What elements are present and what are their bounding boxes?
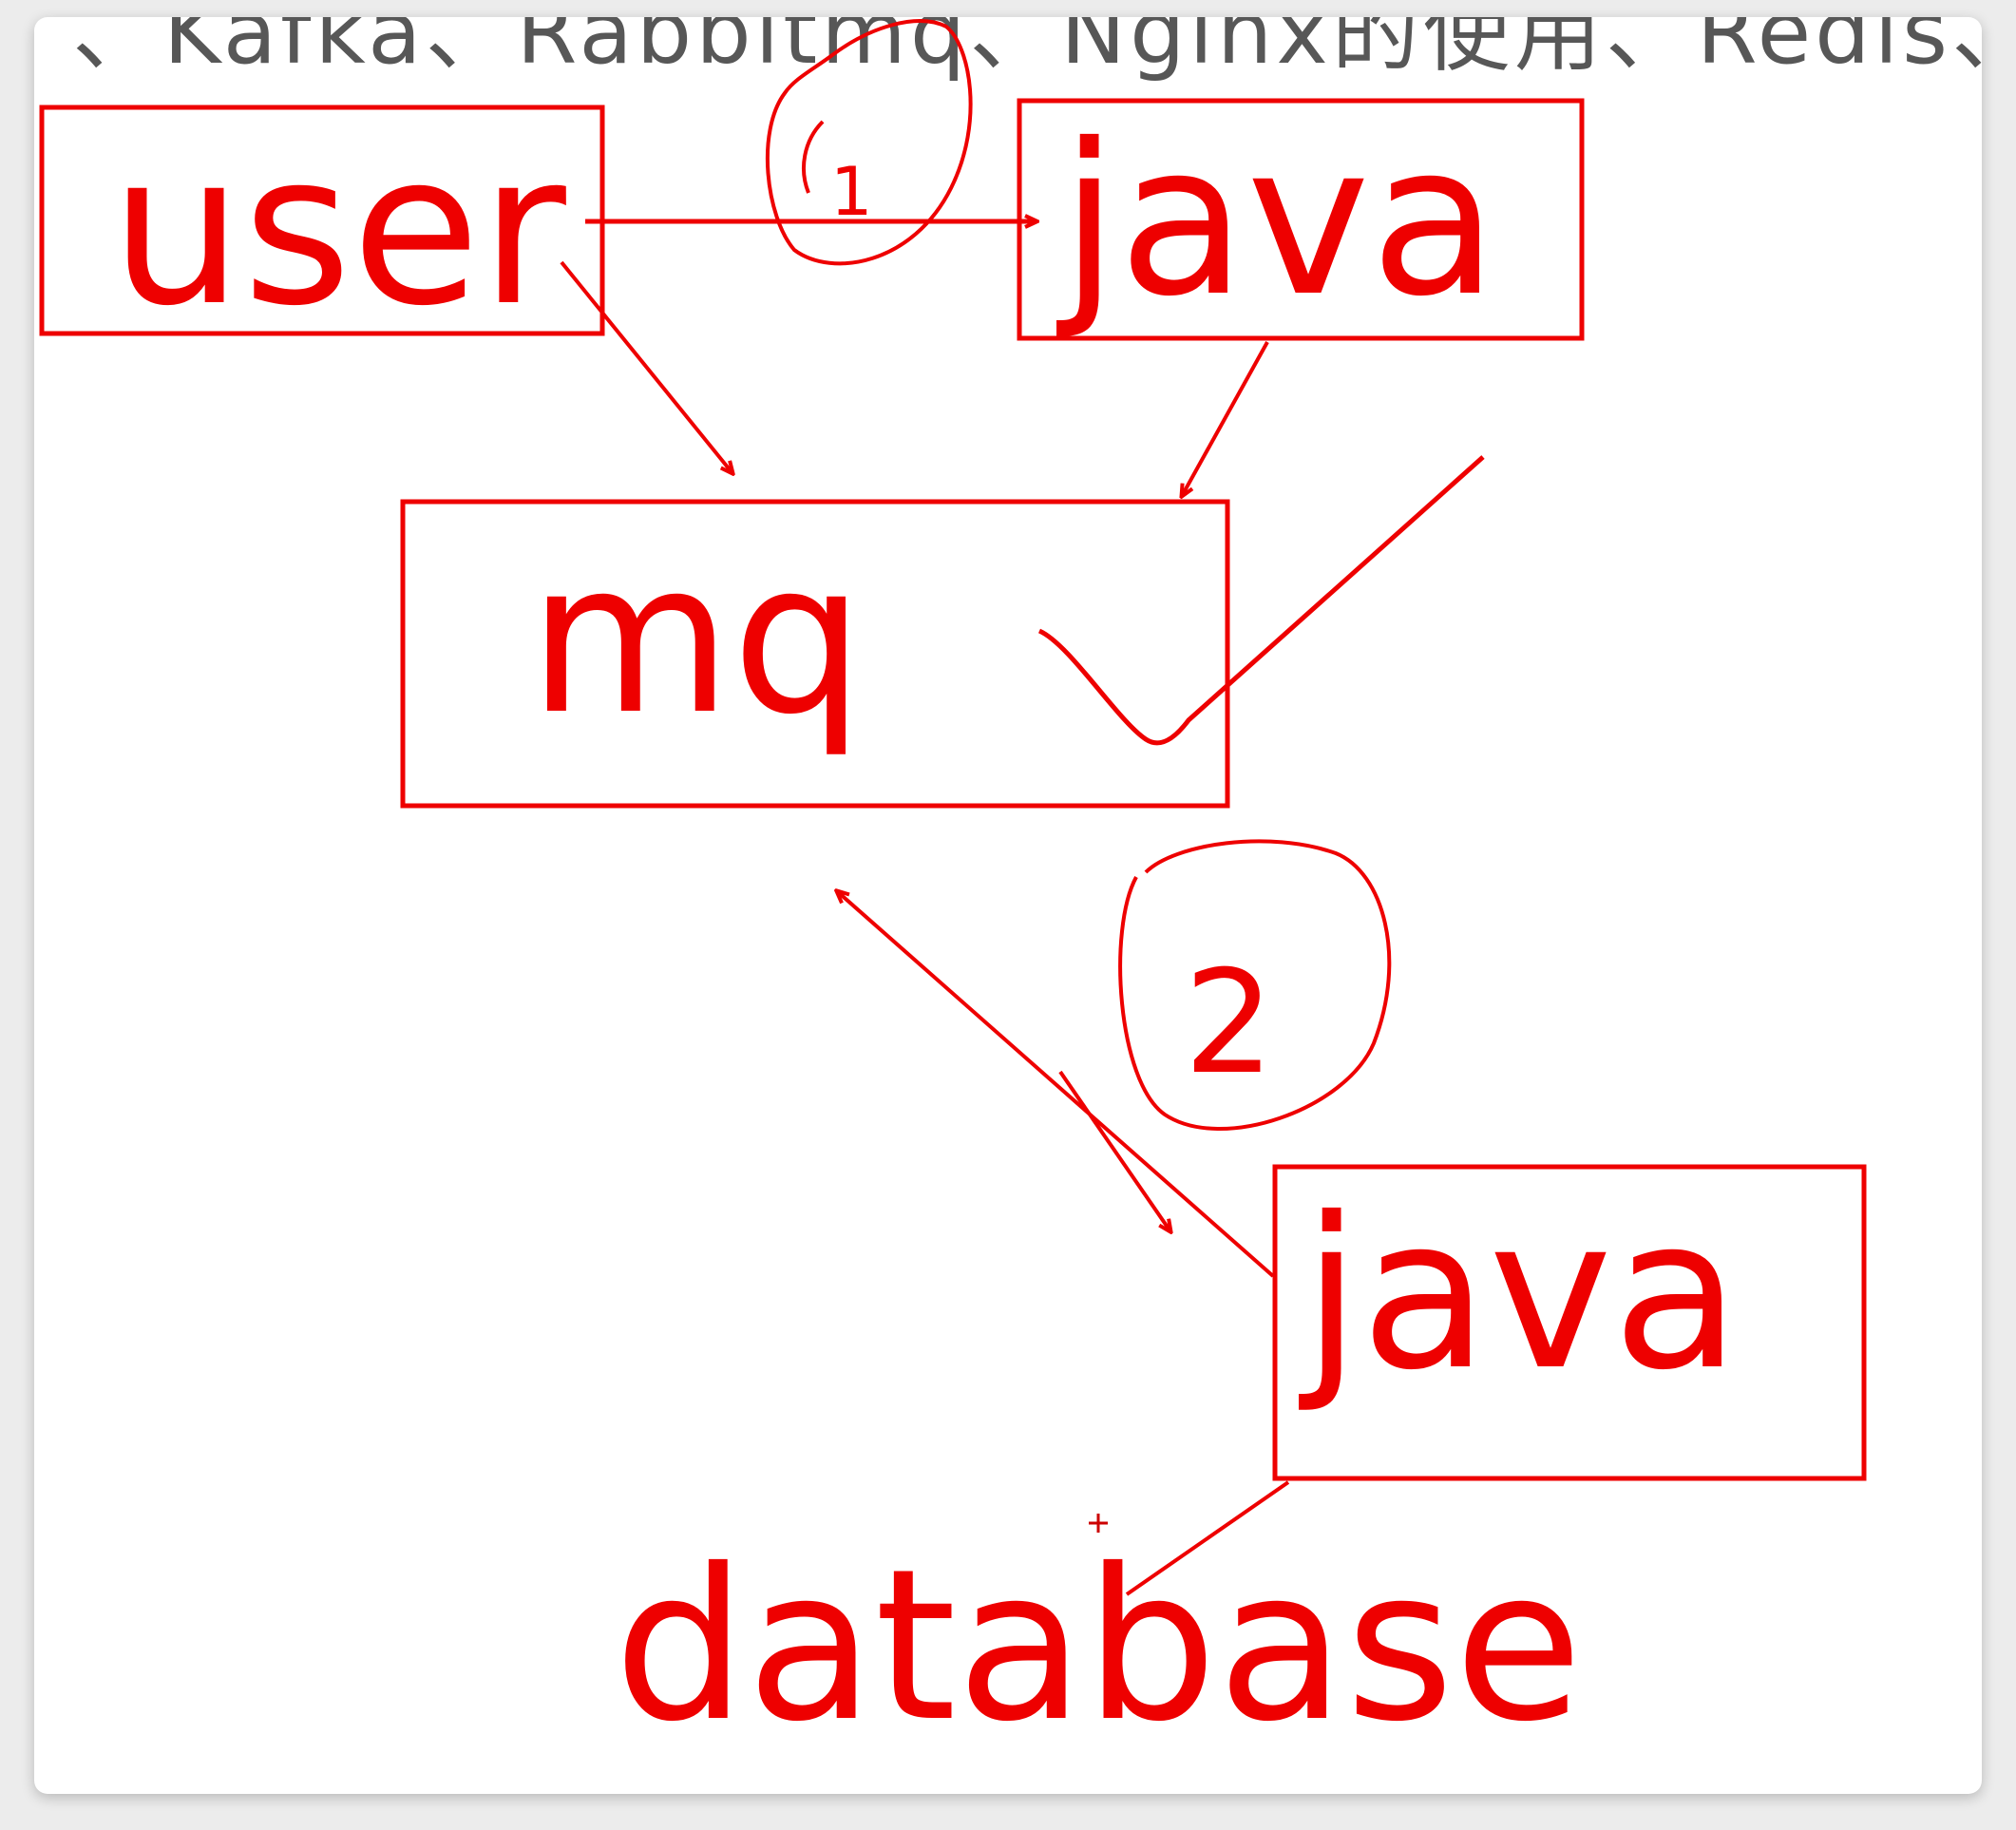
java-top-label: java <box>1056 99 1498 342</box>
arrow-java-to-mq-return <box>837 891 1275 1278</box>
arrow-user-to-mq <box>560 260 732 473</box>
step-1-text: 1 <box>830 153 873 231</box>
crosshair-cursor-icon <box>1089 1514 1108 1533</box>
arrow-java-to-database <box>1125 1480 1290 1596</box>
user-node: user <box>39 105 605 352</box>
whiteboard-card: 、Kafka、Rabbitmq、Nginx的使用、Redis、Myca user… <box>34 17 1982 1794</box>
java-bottom-node: java <box>1272 1164 1867 1481</box>
step-2-marker: 2 <box>1118 839 1392 1131</box>
arrow-mq-to-java-bottom <box>1058 1070 1170 1231</box>
database-label: database <box>614 1524 1583 1767</box>
step-2-text: 2 <box>1184 941 1274 1106</box>
architecture-diagram: user java mq java database 1 <box>39 19 1867 1767</box>
step-1-marker: 1 <box>765 19 973 266</box>
java-bottom-label: java <box>1299 1172 1740 1416</box>
check-mark-icon <box>1037 455 1485 746</box>
java-top-node: java <box>1017 98 1585 342</box>
mq-label: mq <box>528 517 865 760</box>
cut-off-heading: 、Kafka、Rabbitmq、Nginx的使用、Redis、Myca <box>72 17 1982 84</box>
mq-node: mq <box>400 499 1230 809</box>
user-label: user <box>110 108 566 352</box>
arrow-java-to-mq <box>1182 341 1269 496</box>
